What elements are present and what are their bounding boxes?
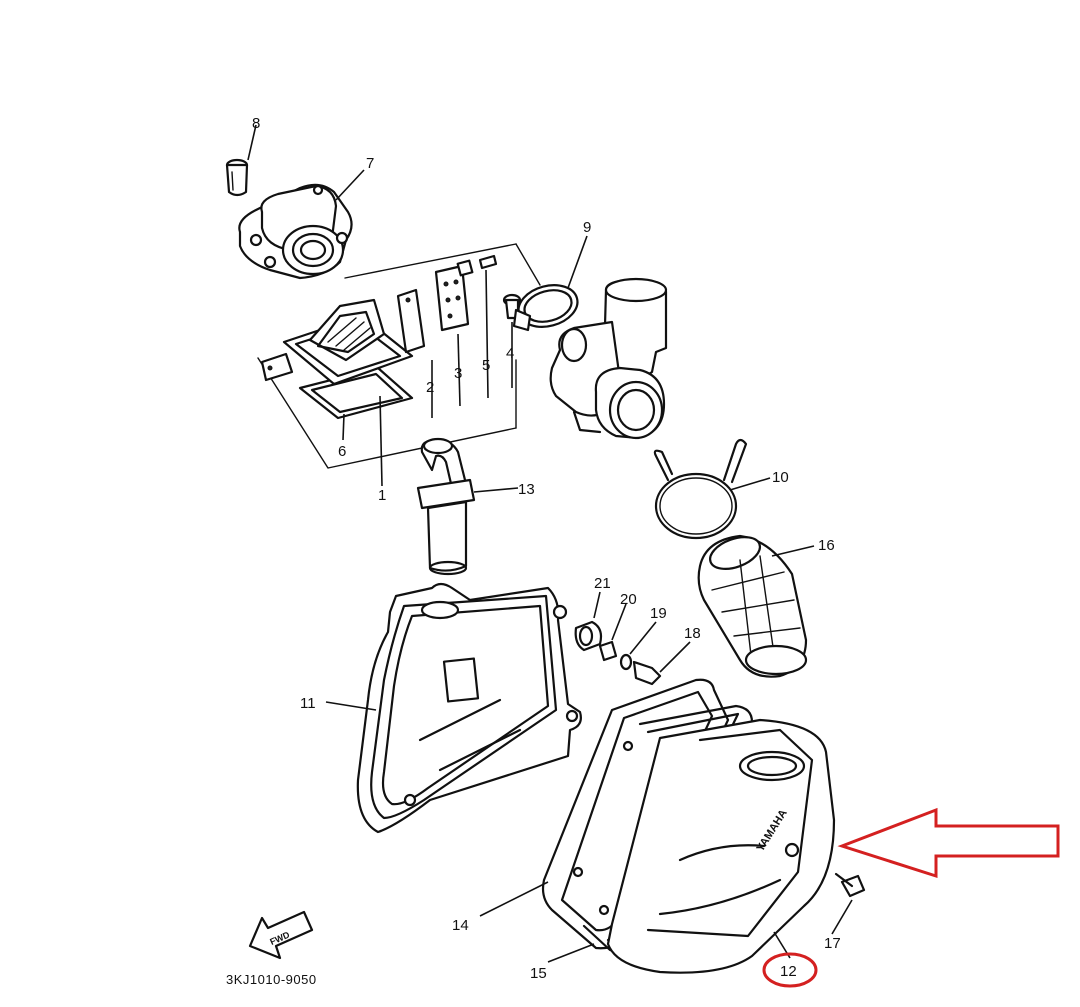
callout-11: 11: [300, 695, 316, 712]
part-19-washer: [619, 621, 657, 671]
callout-13: 13: [518, 481, 535, 498]
part-18-bolt: [632, 641, 691, 686]
callout-10: 10: [772, 469, 789, 486]
highlight-ring-12: [762, 952, 818, 988]
callout-1: 1: [378, 487, 386, 504]
callout-4: 4: [506, 345, 514, 362]
callout-18: 18: [684, 625, 701, 642]
callout-16: 16: [818, 537, 835, 554]
callout-9: 9: [583, 219, 591, 236]
part-10-spring-clip: [653, 438, 771, 540]
callout-17: 17: [824, 935, 841, 952]
part-12-air-box-cover: YAMAHA: [606, 718, 836, 974]
part-3-stopper-plate: [434, 264, 470, 407]
part-17-screw: [831, 872, 866, 935]
callout-21: 21: [594, 575, 611, 592]
callout-3: 3: [454, 365, 462, 382]
callout-6: 6: [338, 443, 346, 460]
part-2-reed-petal: [396, 288, 433, 418]
part-5-screw: [456, 254, 498, 399]
part-6-gasket: [298, 366, 414, 441]
highlight-arrow: [837, 807, 1060, 879]
callout-20: 20: [620, 591, 637, 608]
callout-19: 19: [650, 605, 667, 622]
callout-5: 5: [482, 357, 490, 374]
part-1-reed-valve: [282, 298, 414, 487]
catalog-code: 3KJ1010-9050: [226, 972, 317, 987]
fwd-arrow-marker: FWD: [248, 910, 314, 960]
callout-2: 2: [426, 379, 434, 396]
part-7-intake-manifold: [238, 169, 365, 280]
part-4-bolt: [502, 293, 522, 388]
part-16-filter-element: [697, 534, 815, 678]
part-8-bolt: [225, 124, 257, 197]
reed-stop-plate: [260, 352, 294, 382]
callout-14: 14: [452, 917, 469, 934]
part-13-intake-duct: [416, 437, 519, 576]
callout-8: 8: [252, 115, 260, 132]
callout-labels: 8 7 9 2 3 5 4 6 1 13 10 16 21 20 19 18 1…: [252, 115, 841, 982]
part-9-hose-clamp: [512, 235, 588, 332]
callout-7: 7: [366, 155, 374, 172]
callout-15: 15: [530, 965, 547, 982]
callout-12: 12: [780, 963, 797, 980]
part-20-collar: [598, 603, 627, 662]
carburetor: [549, 277, 668, 440]
part-21-grommet: [574, 591, 603, 652]
part-11-air-box-case: [325, 582, 582, 834]
